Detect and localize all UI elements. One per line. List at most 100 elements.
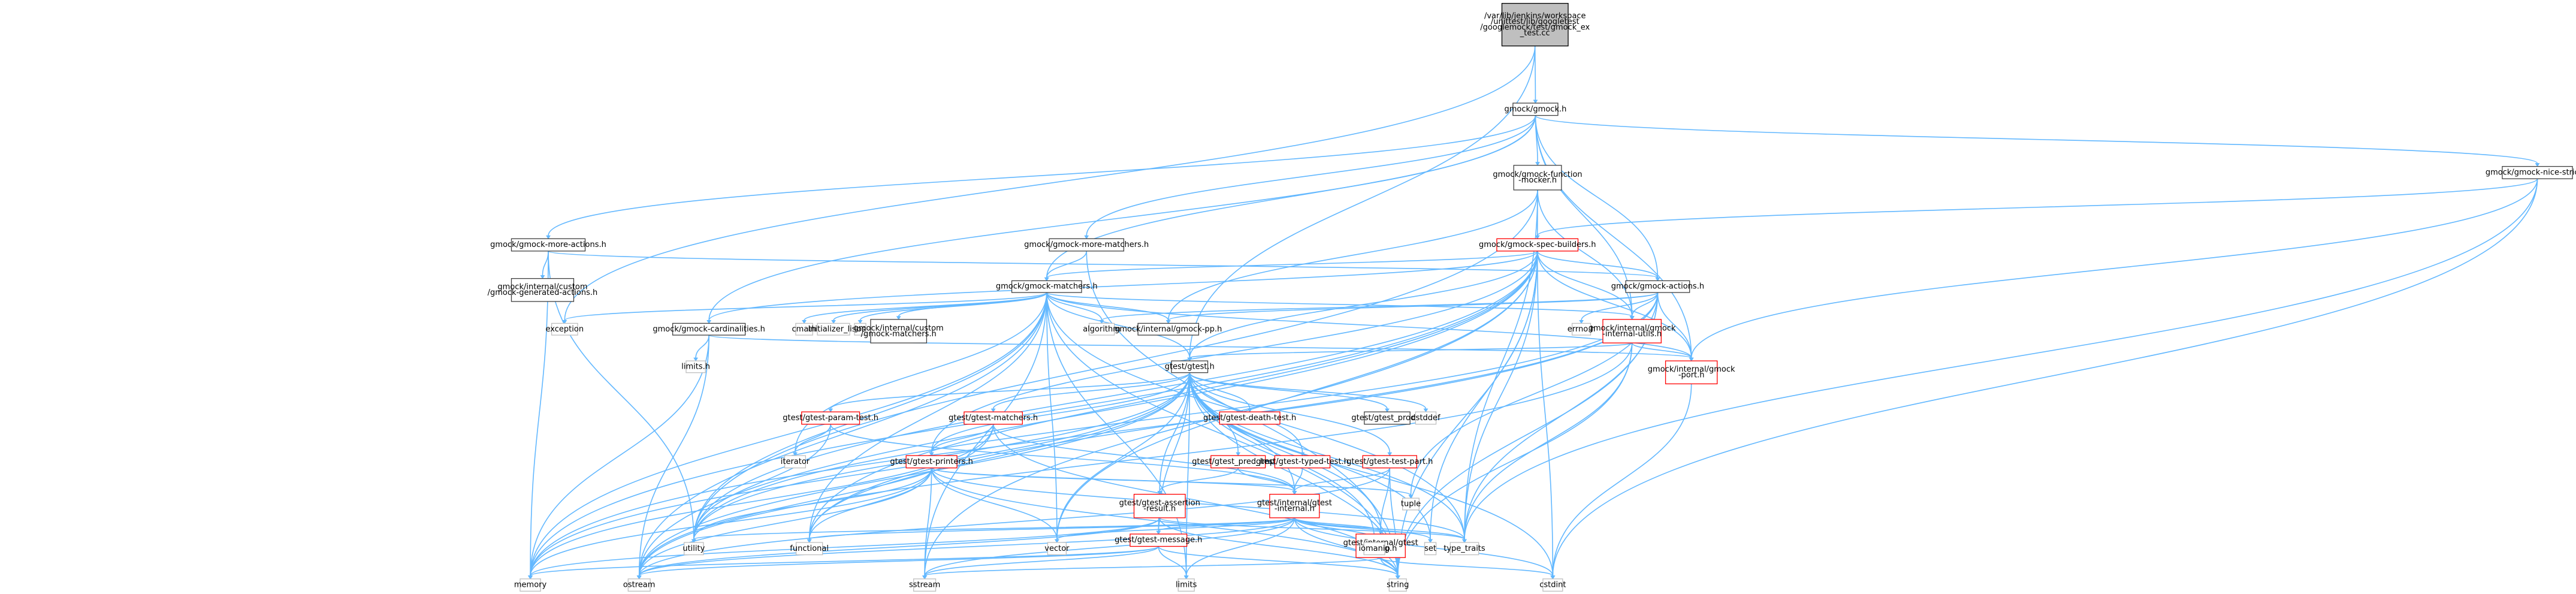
node-gtest-matchers[interactable]: gtest/gtest-matchers.h: [949, 411, 1038, 425]
node-gtest-internal[interactable]: gtest/internal/gtest-internal.h: [1257, 493, 1332, 518]
node-spec-builders[interactable]: gmock/gmock-spec-builders.h: [1479, 238, 1596, 252]
edge-arrowhead: [1395, 575, 1400, 580]
node-label: limits.h: [681, 362, 710, 371]
node-label: gtest/gtest-assertion: [1119, 499, 1200, 508]
node-label: limits: [1176, 581, 1197, 590]
node-box: [1571, 322, 1591, 336]
node-label: gmock/gmock-matchers.h: [996, 282, 1098, 291]
edge-arrowhead: [807, 539, 812, 543]
node-memory[interactable]: memory: [514, 578, 547, 592]
node-label: iterator: [781, 457, 810, 466]
node-custom-matchers[interactable]: gmock/internal/custom/gmock-matchers.h: [854, 319, 944, 343]
node-label: ios: [854, 325, 866, 334]
edge-matchers-to-vector: [1046, 293, 1058, 539]
node-cstddef[interactable]: cstddef: [1411, 411, 1440, 425]
edge-arrowhead: [1165, 319, 1171, 324]
node-cmath[interactable]: cmath: [792, 322, 817, 336]
node-sstream[interactable]: sstream: [909, 578, 940, 592]
edge-gtest_string-to-sstream: [924, 557, 1381, 577]
node-cstdint[interactable]: cstdint: [1539, 578, 1566, 592]
edge-arrowhead: [691, 539, 696, 543]
edge-arrowhead: [1462, 539, 1467, 543]
node-gtest-message[interactable]: gtest/gtest-message.h: [1115, 533, 1202, 547]
node-box: [1130, 533, 1188, 547]
node-box: [1513, 165, 1562, 191]
node-set[interactable]: set: [1424, 542, 1437, 556]
node-printers[interactable]: gtest/gtest-printers.h: [890, 455, 973, 469]
node-assertion-result[interactable]: gtest/gtest-assertion-result.h: [1119, 493, 1200, 518]
edge-gtest_h-to-ostream: [638, 372, 1191, 576]
node-utility[interactable]: utility: [682, 542, 705, 556]
node-internal-utils[interactable]: gmock/internal/gmock-internal-utils.h: [1589, 319, 1676, 343]
node-custom-gen-actions[interactable]: gmock/internal/custom/gmock-generated-ac…: [488, 278, 598, 302]
node-nice-strict[interactable]: gmock/gmock-nice-strict.h: [2486, 166, 2576, 179]
node-label: gmock/internal/gmock-pp.h: [1115, 325, 1222, 334]
node-cardinalities[interactable]: gmock/gmock-cardinalities.h: [653, 322, 765, 336]
node-box: [511, 278, 575, 302]
node-label: type_traits: [1443, 544, 1485, 553]
edge-arrowhead: [1535, 162, 1540, 166]
edge-spec_builders-to-matchers: [1046, 251, 1538, 279]
edge-gtest_message-to-string: [1158, 546, 1399, 577]
node-limits-h[interactable]: limits.h: [681, 360, 710, 373]
node-limits[interactable]: limits: [1176, 578, 1197, 592]
edge-arrowhead: [1385, 408, 1390, 413]
node-box: [1364, 411, 1411, 425]
edge-gtest_message-to-memory: [530, 545, 1159, 577]
node-box: [2502, 166, 2573, 179]
edge-test_part-to-ostream: [638, 468, 1391, 576]
edge-gtest_internal-to-type_traits: [1294, 517, 1465, 540]
node-errno[interactable]: errno.h: [1568, 322, 1596, 336]
node-label: string: [1387, 581, 1409, 590]
edge-spec_builders-to-type_traits: [1464, 251, 1538, 539]
node-initializer-list[interactable]: initializer_list: [808, 322, 859, 336]
node-algorithm[interactable]: algorithm: [1083, 322, 1121, 336]
edge-matchers-to-utility: [693, 293, 1047, 539]
node-pred-impl[interactable]: gtest/gtest_pred_impl.h: [1192, 455, 1284, 469]
node-root[interactable]: /var/lib/jenkins/workspace/unittest/lib/…: [1480, 2, 1590, 47]
node-functional[interactable]: functional: [790, 542, 829, 556]
edge-arrowhead: [1629, 316, 1635, 320]
node-iomanip[interactable]: iomanip: [1358, 542, 1390, 556]
node-label: gtest/internal/gtest: [1257, 499, 1332, 508]
node-string[interactable]: string: [1387, 578, 1409, 592]
node-matchers[interactable]: gmock/gmock-matchers.h: [996, 280, 1098, 293]
node-box: [795, 322, 813, 336]
node-type-traits[interactable]: type_traits: [1443, 542, 1485, 556]
node-more-matchers[interactable]: gmock/gmock-more-matchers.h: [1024, 238, 1149, 252]
node-more-actions[interactable]: gmock/gmock-more-actions.h: [490, 238, 606, 252]
node-label: -port.h: [1678, 370, 1705, 379]
node-death-test[interactable]: gtest/gtest-death-test.h: [1203, 411, 1296, 425]
edge-param_test-to-gtest_internal: [830, 424, 1295, 492]
node-label: /unittest/lib/googletest: [1491, 17, 1580, 26]
node-gtest-prod[interactable]: gtest/gtest_prod.h: [1351, 411, 1423, 425]
node-iterator[interactable]: iterator: [781, 455, 810, 469]
node-ostream[interactable]: ostream: [623, 578, 656, 592]
node-function-mocker[interactable]: gmock/gmock-function-mocker.h: [1493, 165, 1583, 191]
node-gmock-port[interactable]: gmock/internal/gmock-port.h: [1648, 360, 1735, 385]
edge-gtest_h-to-test_part: [1189, 372, 1391, 453]
edge-more_actions-to-utility: [548, 251, 694, 539]
edge-printers-to-functional: [808, 468, 932, 539]
edge-arrowhead: [990, 408, 996, 413]
edge-gtest_internal-to-functional: [808, 517, 1295, 540]
node-ios[interactable]: ios: [854, 322, 866, 336]
node-typed-test[interactable]: gtest/gtest-typed-test.h: [1256, 455, 1349, 469]
node-gmock-h[interactable]: gmock/gmock.h: [1505, 102, 1567, 116]
edge-pred_impl-to-assertion_result: [1159, 468, 1239, 492]
node-tuple[interactable]: tuple: [1401, 497, 1421, 511]
node-gtest-h[interactable]: gtest/gtest.h: [1165, 360, 1215, 373]
node-test-part[interactable]: gtest/gtest-test-part.h: [1346, 455, 1433, 469]
node-exception[interactable]: exception: [546, 322, 584, 336]
edge-more_actions-to-actions: [548, 251, 1659, 279]
edge-assertion_result-to-ostream: [638, 517, 1161, 577]
node-actions[interactable]: gmock/gmock-actions.h: [1611, 280, 1704, 293]
node-box: [685, 360, 706, 373]
node-param-test[interactable]: gtest/gtest-param-test.h: [783, 411, 878, 425]
node-gmock-pp[interactable]: gmock/internal/gmock-pp.h: [1115, 322, 1222, 336]
edge-function_mocker-to-gmock_pp: [1167, 189, 1538, 321]
node-vector[interactable]: vector: [1044, 542, 1070, 556]
node-label: gtest/gtest.h: [1165, 362, 1215, 371]
node-label: gtest/gtest-test-part.h: [1346, 457, 1433, 466]
